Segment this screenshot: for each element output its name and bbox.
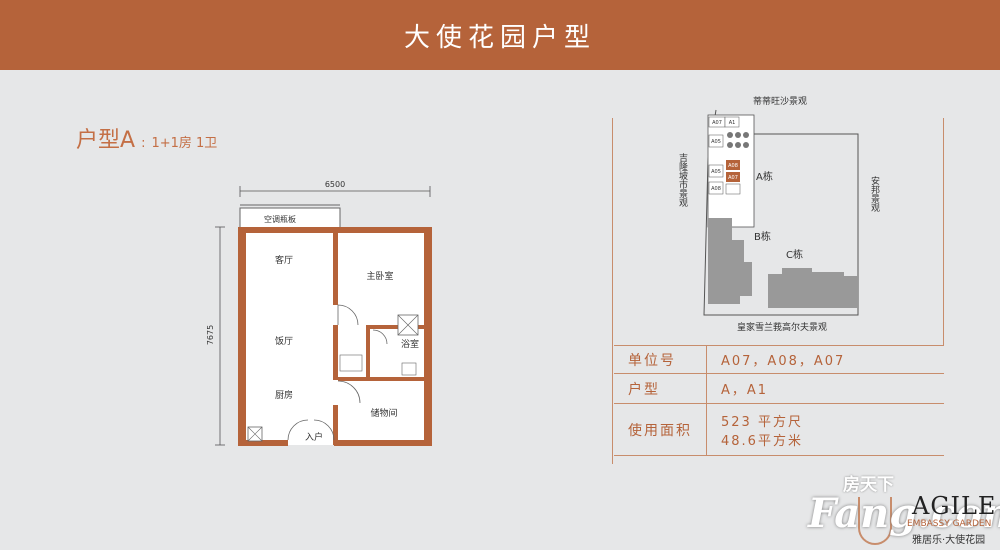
unit-label: A08 — [728, 163, 738, 169]
room-kitchen: 厨房 — [275, 389, 293, 401]
view-north: 蒂蒂旺沙景观 — [753, 95, 807, 107]
type-value: A，A1 — [721, 383, 769, 398]
room-master: 主卧室 — [366, 270, 393, 282]
block-c-label: C栋 — [786, 248, 803, 261]
unit-label: A07 — [712, 120, 722, 126]
unit-label: A08 — [711, 186, 721, 192]
watermark-en: Fang.com — [808, 490, 1000, 537]
watermark-cn: 房天下 — [843, 475, 894, 495]
brand-name-cn: 雅居乐·大使花园 — [912, 535, 986, 546]
unit-type-separator: : — [141, 136, 146, 151]
header-bar: 大使花园户型 — [0, 0, 1000, 70]
unit-label: A05 — [711, 139, 721, 145]
divider-left — [612, 118, 613, 464]
info-row-area: 使用面积 523 平方尺 48.6平方米 — [614, 403, 944, 456]
unit-label: A07 — [728, 175, 738, 181]
info-row-unit-no: 单位号 A07，A08，A07 — [614, 345, 944, 373]
block-a-label: A栋 — [756, 170, 773, 183]
floor-plan: 6500 7675 空调瓶板 客厅 主卧室 饭厅 浴室 厨房 储物间 入户 — [206, 180, 432, 446]
area-sqm: 48.6平方米 — [721, 433, 803, 449]
room-dining: 饭厅 — [275, 335, 293, 347]
unit-type-title: 户型A : 1+1房 1卫 — [76, 122, 217, 154]
info-row-type: 户型 A，A1 — [614, 373, 944, 403]
unit-label: A1 — [729, 120, 736, 126]
room-ac-panel: 空调瓶板 — [264, 214, 296, 224]
page-title: 大使花园户型 — [403, 22, 596, 53]
unit-type-name: 户型A — [76, 128, 136, 153]
room-storage: 储物间 — [370, 407, 397, 419]
site-plan: 蒂蒂旺沙景观 A07 A1 A05 A05 A08 A08 A07 A栋 B栋 … — [677, 95, 880, 333]
brand-logo-icon — [858, 497, 892, 545]
unit-label: A05 — [711, 169, 721, 175]
width-dimension: 6500 — [325, 180, 345, 189]
room-living: 客厅 — [275, 254, 293, 266]
view-west: 吉隆坡市景观 — [677, 153, 688, 208]
brand-name: AGILE — [912, 492, 997, 520]
room-entrance: 入户 — [305, 431, 323, 443]
view-east: 安邦景观 — [869, 175, 880, 213]
type-label: 户型 — [614, 374, 707, 403]
area-label: 使用面积 — [614, 404, 707, 455]
brand-name-en: EMBASSY GARDEN — [907, 519, 992, 529]
height-dimension: 7675 — [206, 325, 215, 345]
unit-no-label: 单位号 — [614, 346, 707, 373]
unit-no-value: A07，A08，A07 — [721, 354, 846, 369]
area-value: 523 平方尺 48.6平方米 — [707, 404, 944, 455]
block-b-label: B栋 — [754, 230, 771, 243]
unit-info-table: 单位号 A07，A08，A07 户型 A，A1 使用面积 523 平方尺 48.… — [614, 345, 944, 456]
room-bath: 浴室 — [401, 338, 419, 350]
divider-right — [943, 118, 944, 346]
view-south: 皇家雪兰莪高尔夫景观 — [737, 321, 827, 333]
unit-type-subtitle: 1+1房 1卫 — [151, 136, 218, 151]
area-sqft: 523 平方尺 — [721, 414, 803, 430]
